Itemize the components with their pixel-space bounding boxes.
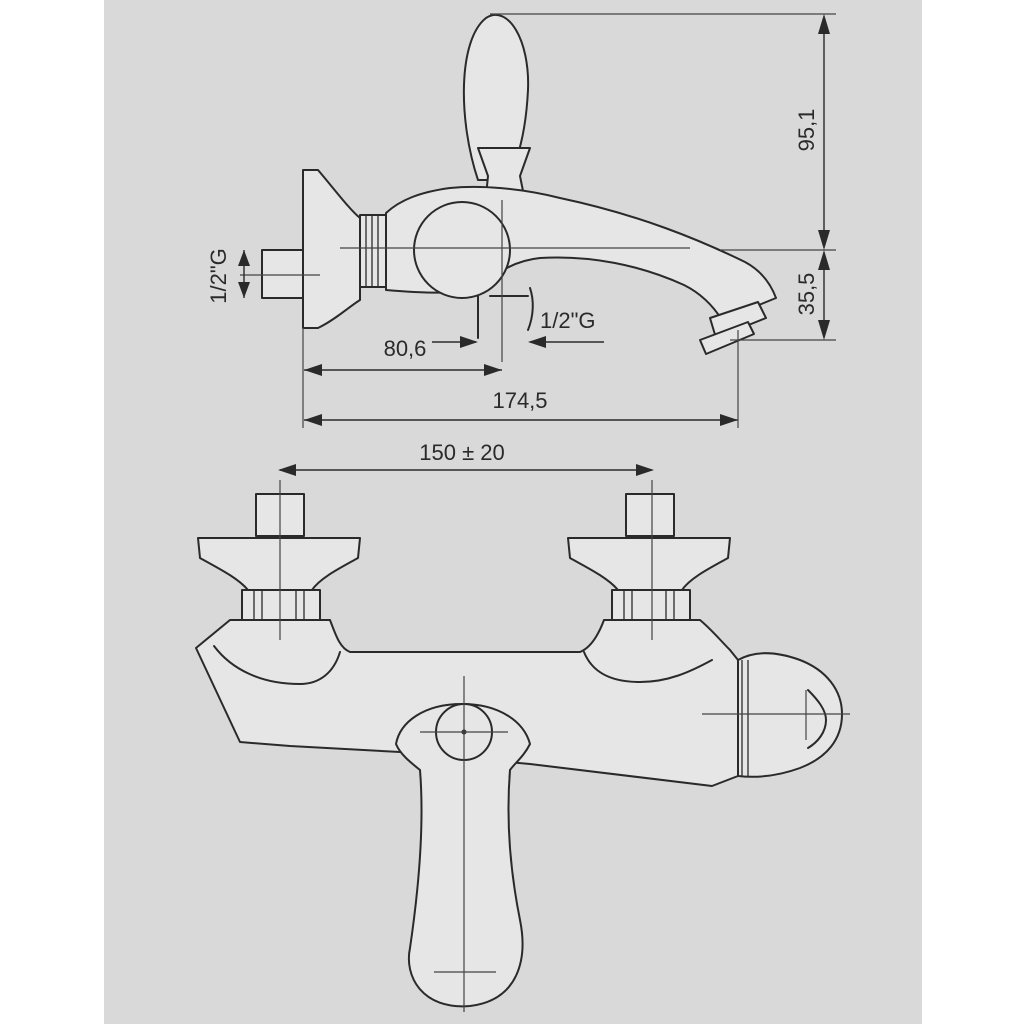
front-right-flange (567, 537, 731, 591)
dim-offset-outlet: 80,6 (384, 336, 427, 361)
side-valve-circle (413, 201, 511, 299)
side-threaded-connector (359, 214, 387, 288)
front-right-inlet-pipe (625, 493, 675, 537)
front-right-threaded-connector (611, 589, 691, 621)
dim-inlet-thread: 1/2"G (206, 248, 231, 304)
front-lever (395, 703, 531, 1008)
front-temperature-knob (737, 652, 843, 778)
front-left-threaded-connector (241, 589, 321, 621)
side-lever-handle (462, 14, 530, 181)
front-left-flange (197, 537, 361, 591)
dim-height-top: 95,1 (794, 109, 819, 152)
side-aerator (709, 301, 767, 339)
side-inlet-pipe (261, 249, 304, 299)
dim-inlet-spacing: 150 ± 20 (419, 440, 504, 465)
front-view: 150 ± 20 (195, 440, 850, 1012)
side-wall-flange (302, 169, 361, 329)
dim-overall-depth: 174,5 (492, 388, 547, 413)
dim-outlet-thread: 1/2"G (540, 308, 596, 333)
dim-height-spout: 35,5 (794, 273, 819, 316)
side-view: 95,1 35,5 1/2"G 1/2"G 80,6 174,5 (206, 13, 836, 428)
